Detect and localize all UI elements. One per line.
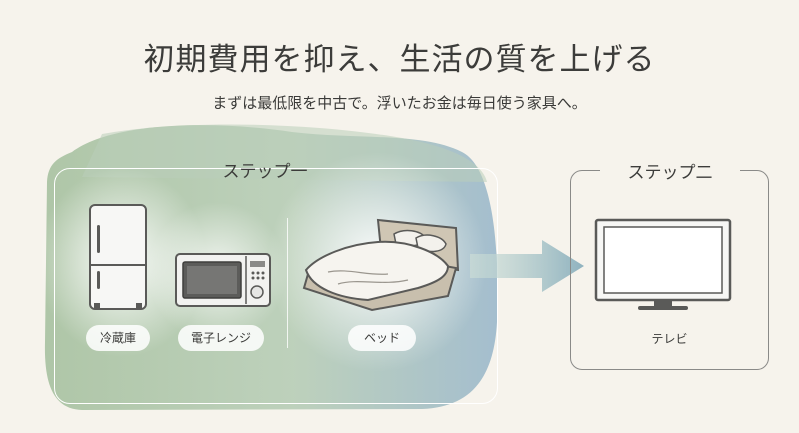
page-title: 初期費用を抑え、生活の質を上げる xyxy=(143,42,656,78)
page-subtitle: まずは最低限を中古で。浮いたお金は毎日使う家具へ。 xyxy=(212,94,587,112)
bed-icon xyxy=(302,218,460,312)
step1-frame xyxy=(54,168,498,404)
step2-label: ステップ二 xyxy=(600,158,740,183)
item-label-bed: ベッド xyxy=(348,325,416,351)
step1-label: ステップ一 xyxy=(222,162,308,182)
item-label-refrigerator: 冷蔵庫 xyxy=(86,325,150,351)
item-label-tv: テレビ xyxy=(651,332,688,346)
microwave-icon xyxy=(175,253,271,307)
tv-icon xyxy=(594,218,732,310)
step1-divider xyxy=(287,218,288,348)
arrow-right-icon xyxy=(470,240,584,292)
refrigerator-icon xyxy=(89,204,147,310)
item-label-microwave: 電子レンジ xyxy=(178,325,264,351)
